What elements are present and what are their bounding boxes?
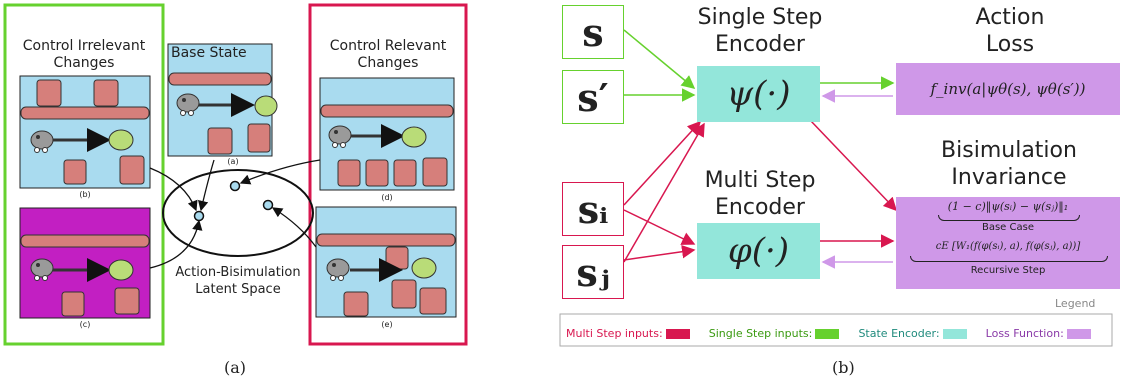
- base-state-label: Base State: [171, 45, 247, 61]
- scene-caption-e: (e): [381, 320, 393, 329]
- recursive-step-label: Recursive Step: [970, 265, 1046, 276]
- legend: Multi Step inputs: Single Step inputs: S…: [566, 322, 1105, 341]
- scene-e: [315, 206, 457, 318]
- robot-icon: [326, 258, 350, 281]
- recursive-brace: [910, 256, 1108, 262]
- legend-item-single-step: Single Step inputs:: [709, 327, 840, 340]
- scene-caption-b: (b): [79, 190, 91, 199]
- action-loss-box: f_inv(a|ψθ(s), ψθ(s′)): [896, 63, 1120, 115]
- latent-point: [262, 199, 274, 211]
- input-s: s: [582, 9, 604, 55]
- psi-to-bisim-arrow: [809, 119, 898, 212]
- scene-caption-a: (a): [227, 157, 239, 166]
- si-to-phi-arrow: [623, 209, 696, 245]
- input-s-j: sⱼ: [576, 249, 610, 295]
- legend-item-loss-function: Loss Function:: [986, 327, 1091, 340]
- legend-swatch: [815, 328, 840, 339]
- legend-swatch: [1066, 328, 1091, 339]
- map-arrow: [239, 159, 321, 185]
- sj-to-phi-arrow: [623, 245, 696, 261]
- panel-a-graphics: [3, 3, 468, 346]
- legend-title: Legend: [1055, 297, 1096, 310]
- caption-b: (b): [832, 358, 855, 377]
- relevant-frame: [308, 3, 468, 346]
- robot-icon: [30, 258, 54, 281]
- input-sj-box: sⱼ: [562, 245, 624, 299]
- s-to-psi-arrow: [623, 29, 696, 89]
- scene-caption-c: (c): [79, 320, 91, 329]
- legend-item-state-encoder: State Encoder:: [858, 327, 967, 340]
- sj-to-psi-arrow: [623, 122, 705, 263]
- phi-symbol: φ(·): [727, 231, 790, 271]
- input-si-box: sᵢ: [562, 182, 624, 236]
- legend-swatch: [942, 328, 967, 339]
- recursive-formula: cE [W₁(f(φ(sᵢ), a), f(φ(sⱼ), a))]: [935, 241, 1081, 252]
- caption-a: (a): [224, 358, 247, 377]
- scene-caption-d: (d): [381, 193, 393, 202]
- bisimulation-box: (1 − c)‖ψ(sᵢ) − ψ(sⱼ)‖₁ Base Case cE [W₁…: [896, 197, 1120, 289]
- psi-symbol: ψ(·): [726, 74, 791, 114]
- base-formula: (1 − c)‖ψ(sᵢ) − ψ(sⱼ)‖₁: [947, 200, 1069, 213]
- legend-swatch: [665, 328, 690, 339]
- input-s-i: sᵢ: [577, 186, 609, 232]
- si-to-psi-arrow: [623, 120, 702, 206]
- latent-space-ellipse: [162, 169, 314, 257]
- legend-item-multi-step: Multi Step inputs:: [566, 327, 690, 340]
- base-brace: [938, 215, 1080, 221]
- input-s-prime: s′: [577, 74, 609, 120]
- base-case-label: Base Case: [981, 222, 1034, 233]
- robot-icon: [30, 130, 54, 153]
- psi-encoder-box: ψ(·): [697, 66, 820, 122]
- latent-point: [229, 180, 241, 192]
- robot-icon: [328, 125, 352, 148]
- input-sprime-box: s′: [562, 70, 624, 124]
- input-s-box: s: [562, 5, 624, 59]
- map-arrow: [149, 219, 203, 269]
- map-arrow: [271, 207, 317, 248]
- map-arrow: [149, 167, 198, 212]
- map-arrow: [198, 159, 215, 212]
- latent-point: [193, 210, 205, 222]
- robot-icon: [176, 93, 200, 116]
- action-loss-formula: f_inv(a|ψθ(s), ψθ(s′)): [930, 80, 1086, 98]
- phi-encoder-box: φ(·): [697, 223, 820, 279]
